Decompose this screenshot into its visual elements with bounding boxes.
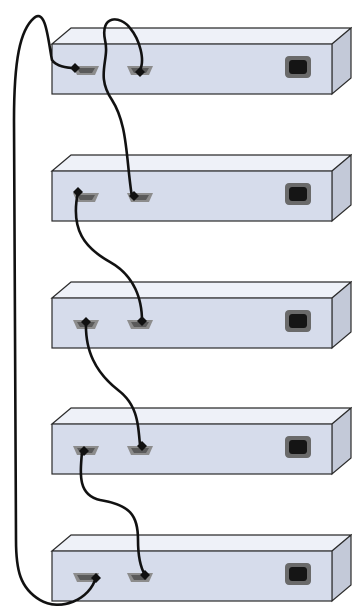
power-inlet-icon xyxy=(285,183,311,205)
cable-plug xyxy=(137,316,147,326)
cable-layer xyxy=(12,14,150,606)
cable-connection-1 xyxy=(102,18,144,199)
device-top-face xyxy=(50,281,352,299)
device-top-face xyxy=(50,534,352,552)
cable-plug xyxy=(70,63,80,73)
device-top-face xyxy=(50,407,352,425)
cable-plug xyxy=(129,191,139,201)
cable-connection-2 xyxy=(74,190,144,323)
cable-connection-5 xyxy=(12,14,98,606)
cable-plug xyxy=(137,441,147,451)
power-inlet-icon xyxy=(285,436,311,458)
cable-plug xyxy=(140,570,150,580)
data-port-icon xyxy=(73,573,99,582)
device-top-face xyxy=(50,27,352,45)
power-inlet-icon xyxy=(285,56,311,78)
cable-connection-4 xyxy=(79,450,147,577)
device-unit-3 xyxy=(50,280,352,350)
cable-connection-3 xyxy=(84,320,142,447)
cable-plug xyxy=(135,67,145,77)
power-inlet-icon xyxy=(285,563,311,585)
device-unit-2 xyxy=(50,153,352,223)
device-unit-5 xyxy=(50,533,352,603)
data-port-icon xyxy=(127,446,153,455)
cable-plug xyxy=(91,573,101,583)
cable-plug xyxy=(73,187,83,197)
power-inlet-icon xyxy=(285,310,311,332)
cable-plug xyxy=(81,317,91,327)
device-top-face xyxy=(50,154,352,172)
cable-plug xyxy=(79,446,89,456)
device-unit-4 xyxy=(50,406,352,476)
device-unit-1 xyxy=(50,26,352,96)
